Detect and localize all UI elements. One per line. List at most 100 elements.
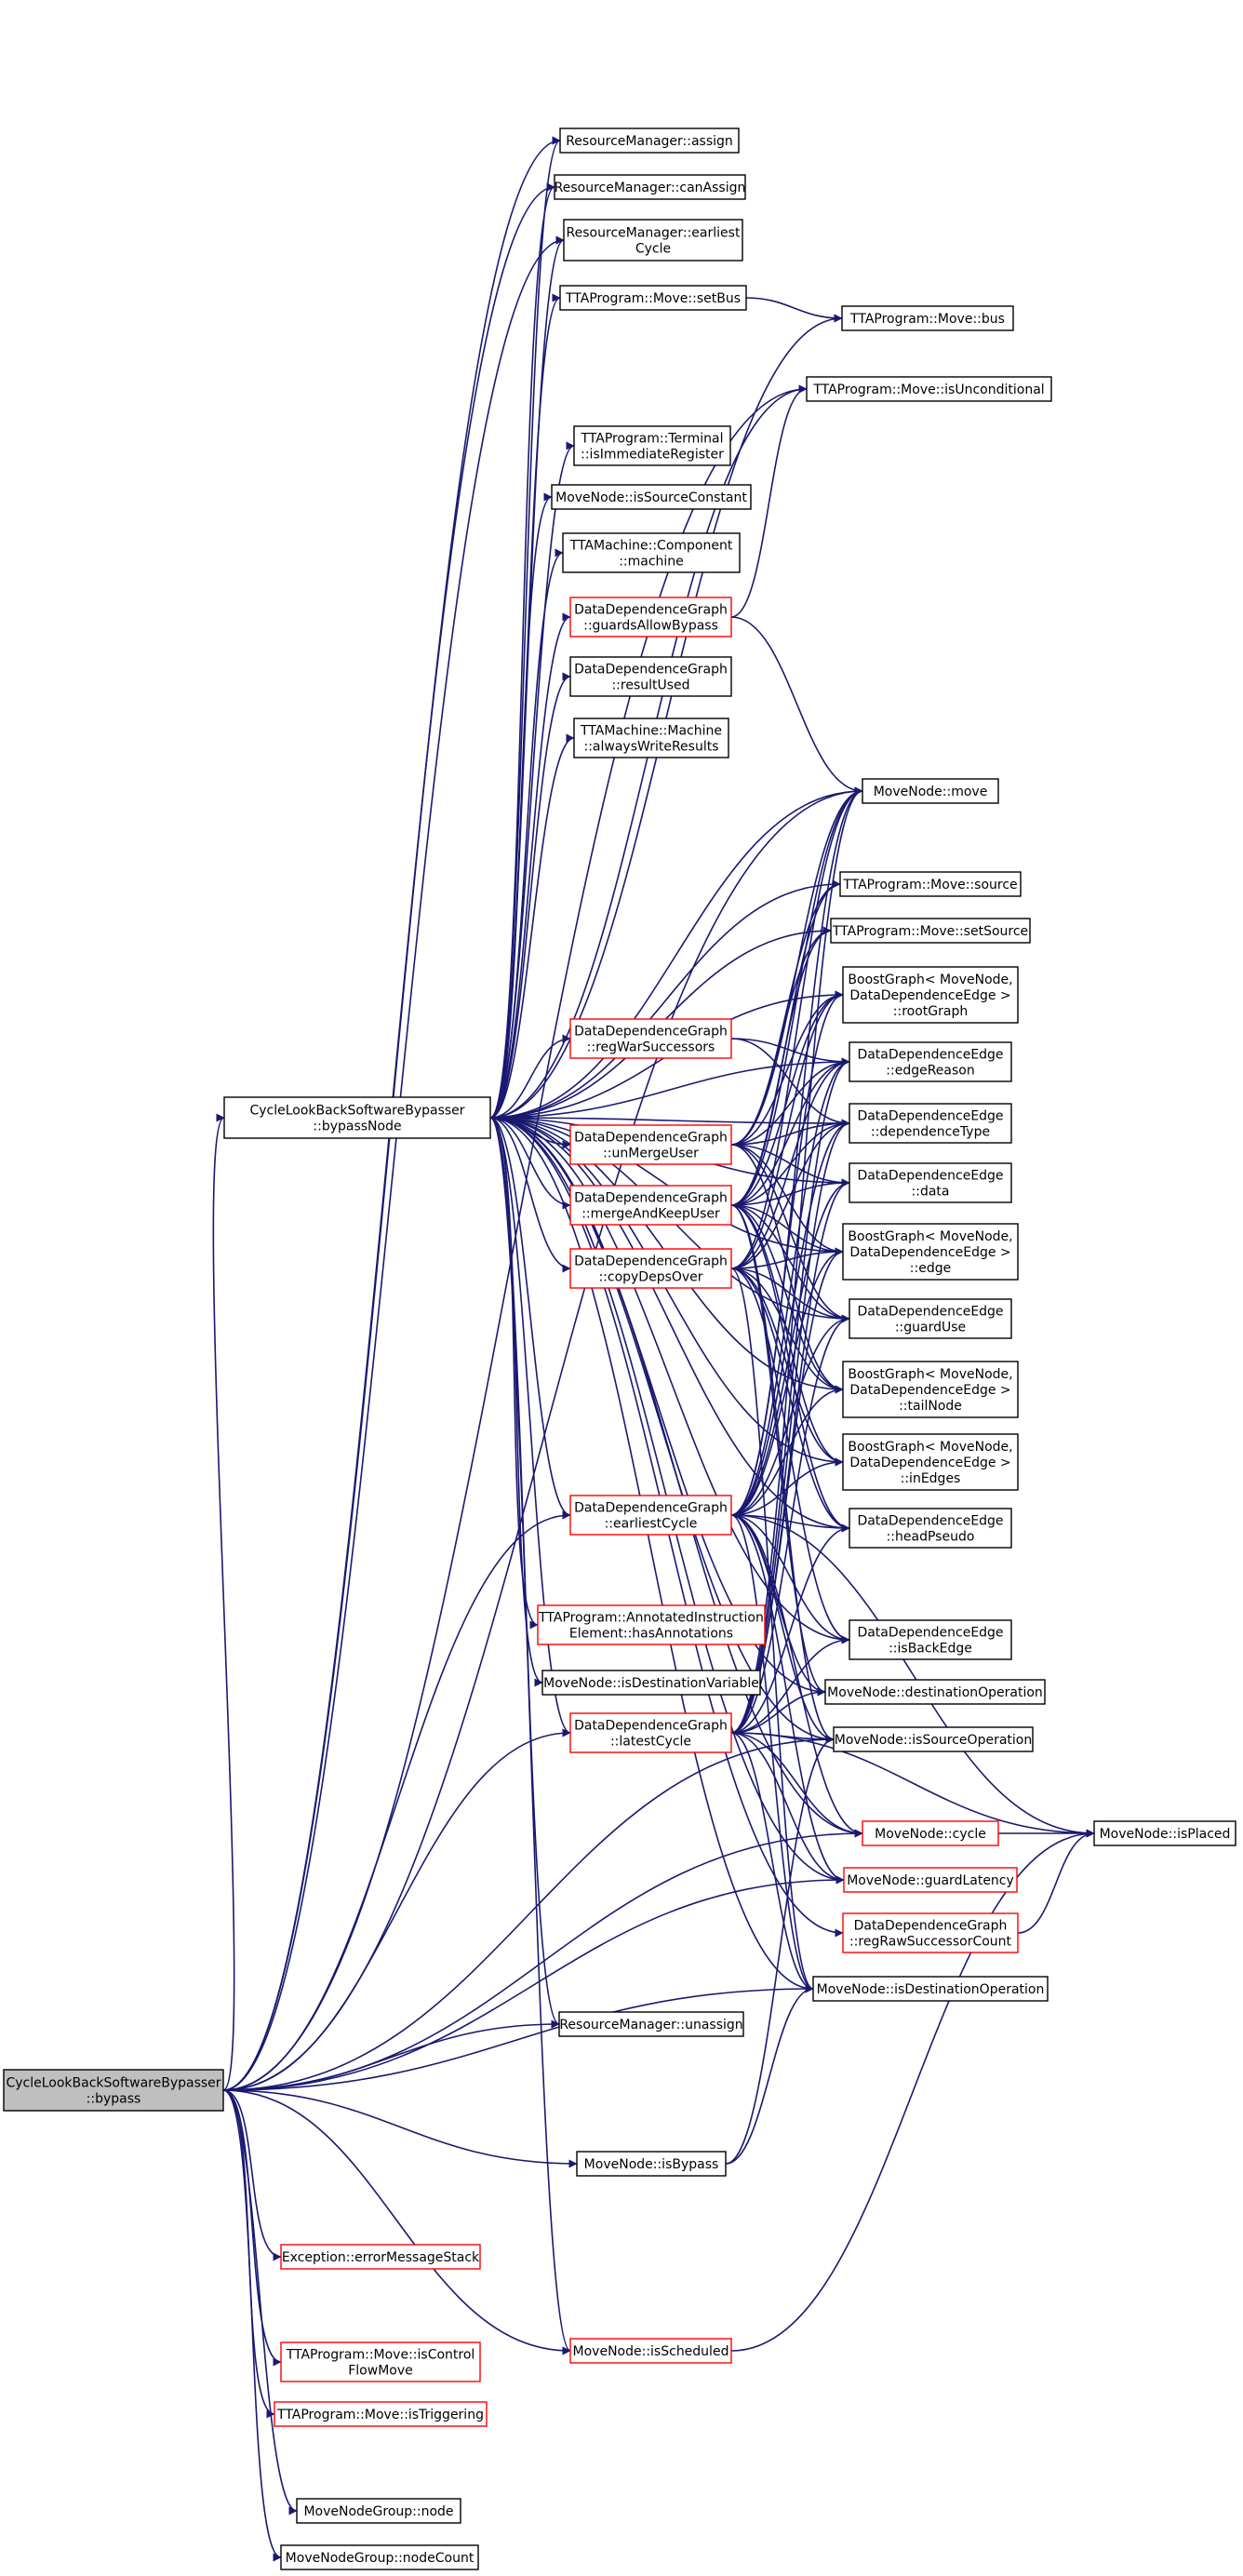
graph-node-ddg_regWar[interactable]: DataDependenceGraph::regWarSuccessors: [569, 1018, 732, 1059]
call-edge-ddg_regRaw-to-mn_isPlaced: [1017, 1829, 1095, 1934]
graph-node-mn_isDestOp[interactable]: MoveNode::isDestinationOperation: [812, 1976, 1049, 2002]
node-box: [830, 918, 1031, 944]
graph-node-mach_alwaysWrite[interactable]: TTAMachine::Machine::alwaysWriteResults: [573, 718, 729, 758]
graph-node-dde_guardUse[interactable]: DataDependenceEdge::guardUse: [849, 1298, 1012, 1339]
graph-node-mn_guardLatency[interactable]: MoveNode::guardLatency: [843, 1867, 1018, 1893]
graph-node-ddg_latest[interactable]: DataDependenceGraph::latestCycle: [569, 1712, 732, 1753]
graph-node-move_isUncond[interactable]: TTAProgram::Move::isUnconditional: [806, 376, 1052, 402]
graph-node-mn_isSourceOp[interactable]: MoveNode::isSourceOperation: [833, 1726, 1034, 1752]
graph-node-rm_earliest[interactable]: ResourceManager::earliestCycle: [563, 219, 743, 262]
call-edge-bypass-to-rm_unassign: [222, 2019, 560, 2091]
graph-node-move_setBus[interactable]: TTAProgram::Move::setBus: [559, 285, 747, 311]
graph-node-ddg_unMerge[interactable]: DataDependenceGraph::unMergeUser: [569, 1124, 732, 1165]
node-label: TTAProgram::AnnotatedInstruction: [538, 1611, 764, 1626]
graph-node-move_bus[interactable]: TTAProgram::Move::bus: [841, 305, 1014, 331]
graph-node-mn_move[interactable]: MoveNode::move: [862, 778, 999, 804]
call-edge-ddg_unMerge-to-move_setSource: [730, 926, 832, 1146]
call-edge-ddg_earliest-to-mn_isPlaced: [730, 1514, 1095, 1838]
graph-node-rm_unassign[interactable]: ResourceManager::unassign: [558, 2011, 744, 2037]
call-edge-bypass-to-mng_node: [222, 2089, 298, 2516]
graph-node-rm_assign[interactable]: ResourceManager::assign: [559, 127, 740, 154]
call-edge-bypass-to-mn_move: [222, 786, 863, 2091]
graph-node-dde_data[interactable]: DataDependenceEdge::data: [849, 1162, 1012, 1203]
graph-node-mn_isSourceConstant[interactable]: MoveNode::isSourceConstant: [551, 484, 752, 510]
node-box: [558, 2011, 744, 2037]
call-edge-bypassNode-to-ddg_resultUsed: [489, 672, 571, 1119]
call-edge-ddg_earliest-to-bg_rootGraph: [730, 990, 844, 1516]
node-label: MoveNode::isDestinationVariable: [543, 1676, 759, 1691]
graph-node-dde_headPseudo[interactable]: DataDependenceEdge::headPseudo: [849, 1508, 1012, 1549]
node-box: [573, 718, 729, 758]
graph-node-mn_isPlaced[interactable]: MoveNode::isPlaced: [1093, 1820, 1236, 1846]
node-box: [274, 2401, 488, 2427]
graph-node-aie_hasAnn[interactable]: TTAProgram::AnnotatedInstructionElement:…: [537, 1604, 766, 1645]
graph-node-bg_tailNode[interactable]: BoostGraph< MoveNode,DataDependenceEdge …: [842, 1361, 1019, 1418]
graph-node-move_source[interactable]: TTAProgram::Move::source: [839, 871, 1022, 897]
graph-node-mn_isBypass[interactable]: MoveNode::isBypass: [576, 2151, 727, 2177]
call-edge-ddg_latest-to-bg_edge: [730, 1247, 844, 1734]
node-box: [849, 1162, 1012, 1203]
graph-node-mng_node[interactable]: MoveNodeGroup::node: [296, 2498, 461, 2524]
graph-node-dde_depType[interactable]: DataDependenceEdge::dependenceType: [849, 1103, 1012, 1144]
graph-node-mng_nodeCount[interactable]: MoveNodeGroup::nodeCount: [280, 2544, 479, 2570]
call-edge-mn_isBypass-to-mn_isSourceOp: [725, 1735, 835, 2165]
node-label: ::copyDepsOver: [598, 1270, 702, 1285]
node-label: ::isImmediateRegister: [581, 448, 724, 463]
node-label: DataDependenceGraph: [574, 1025, 728, 1040]
call-edge-move_setBus-to-move_bus: [745, 297, 843, 323]
node-label: BoostGraph< MoveNode,: [848, 973, 1012, 987]
graph-node-ddg_regRaw[interactable]: DataDependenceGraph::regRawSuccessorCoun…: [842, 1912, 1019, 1953]
call-edge-ddg_latest-to-mn_isDestOp: [730, 1732, 814, 1993]
graph-node-bg_inEdges[interactable]: BoostGraph< MoveNode,DataDependenceEdge …: [842, 1433, 1019, 1491]
graph-node-bg_edge[interactable]: BoostGraph< MoveNode,DataDependenceEdge …: [842, 1223, 1019, 1281]
graph-node-mn_cycle[interactable]: MoveNode::cycle: [862, 1820, 999, 1846]
graph-node-ddg_resultUsed[interactable]: DataDependenceGraph::resultUsed: [569, 656, 732, 697]
node-box: [569, 656, 732, 697]
node-box: [842, 1433, 1019, 1491]
graph-node-exc_errStack[interactable]: Exception::errorMessageStack: [280, 2244, 481, 2270]
call-edge-ddg_latest-to-mn_isPlaced: [730, 1732, 1095, 1838]
graph-node-comp_machine[interactable]: TTAMachine::Component::machine: [562, 532, 741, 573]
graph-node-ddg_guardsAllow[interactable]: DataDependenceGraph::guardsAllowBypass: [569, 597, 732, 637]
call-edge-ddg_latest-to-mn_guardLatency: [730, 1732, 845, 1885]
graph-node-ddg_earliest[interactable]: DataDependenceGraph::earliestCycle: [569, 1495, 732, 1536]
node-box: [223, 1096, 491, 1139]
node-label: TTAProgram::Move::isUnconditional: [812, 382, 1044, 397]
node-label: DataDependenceEdge: [857, 1514, 1003, 1529]
graph-node-mn_destOp[interactable]: MoveNode::destinationOperation: [824, 1679, 1046, 1705]
node-label: ResourceManager::canAssign: [555, 181, 746, 195]
call-edge-bypass-to-ddg_earliest: [222, 1510, 571, 2091]
graph-node-dde_edgeReason[interactable]: DataDependenceEdge::edgeReason: [849, 1041, 1012, 1082]
graph-node-mn_isScheduled[interactable]: MoveNode::isScheduled: [569, 2338, 732, 2364]
call-edge-ddg_copyDeps-to-mn_move: [730, 786, 863, 1269]
call-edge-bypass-to-mn_cycle: [222, 1829, 863, 2091]
node-label: DataDependenceGraph: [574, 1501, 728, 1516]
graph-node-bypassNode[interactable]: CycleLookBackSoftwareBypasser::bypassNod…: [223, 1096, 491, 1139]
call-edge-bypass-to-mng_nodeCount: [222, 2089, 282, 2562]
graph-node-ddg_mergeKeep[interactable]: DataDependenceGraph::mergeAndKeepUser: [569, 1185, 732, 1226]
call-edge-ddg_latest-to-dde_isBackEdge: [730, 1635, 850, 1734]
node-box: [849, 1619, 1012, 1660]
node-box: [843, 1867, 1018, 1893]
node-label: ::rootGraph: [893, 1004, 968, 1019]
call-edge-ddg_earliest-to-dde_isBackEdge: [730, 1514, 850, 1644]
graph-node-rm_canAssign[interactable]: ResourceManager::canAssign: [554, 174, 746, 200]
graph-node-bypass[interactable]: CycleLookBackSoftwareBypasser::bypass: [3, 2069, 224, 2112]
node-box: [569, 1248, 732, 1289]
graph-node-term_isImm[interactable]: TTAProgram::Terminal::isImmediateRegiste…: [573, 425, 731, 466]
call-edge-bypass-to-mn_guardLatency: [222, 1875, 845, 2091]
graph-node-bg_rootGraph[interactable]: BoostGraph< MoveNode,DataDependenceEdge …: [842, 966, 1019, 1024]
graph-node-ddg_copyDeps[interactable]: DataDependenceGraph::copyDepsOver: [569, 1248, 732, 1289]
graph-node-dde_isBackEdge[interactable]: DataDependenceEdge::isBackEdge: [849, 1619, 1012, 1660]
call-edge-bypassNode-to-ddg_copyDeps: [489, 1117, 571, 1273]
node-label: CycleLookBackSoftwareBypasser: [249, 1104, 464, 1119]
call-edge-ddg_copyDeps-to-dde_depType: [730, 1119, 850, 1269]
graph-node-mn_isDestVar[interactable]: MoveNode::isDestinationVariable: [541, 1670, 761, 1696]
node-box: [862, 1820, 999, 1846]
node-box: [573, 425, 731, 466]
call-edge-bypassNode-to-comp_machine: [489, 548, 564, 1119]
graph-node-move_setSource[interactable]: TTAProgram::Move::setSource: [830, 918, 1031, 944]
call-edge-ddg_latest-to-dde_headPseudo: [730, 1523, 850, 1734]
graph-node-move_isTriggering[interactable]: TTAProgram::Move::isTriggering: [274, 2401, 488, 2427]
